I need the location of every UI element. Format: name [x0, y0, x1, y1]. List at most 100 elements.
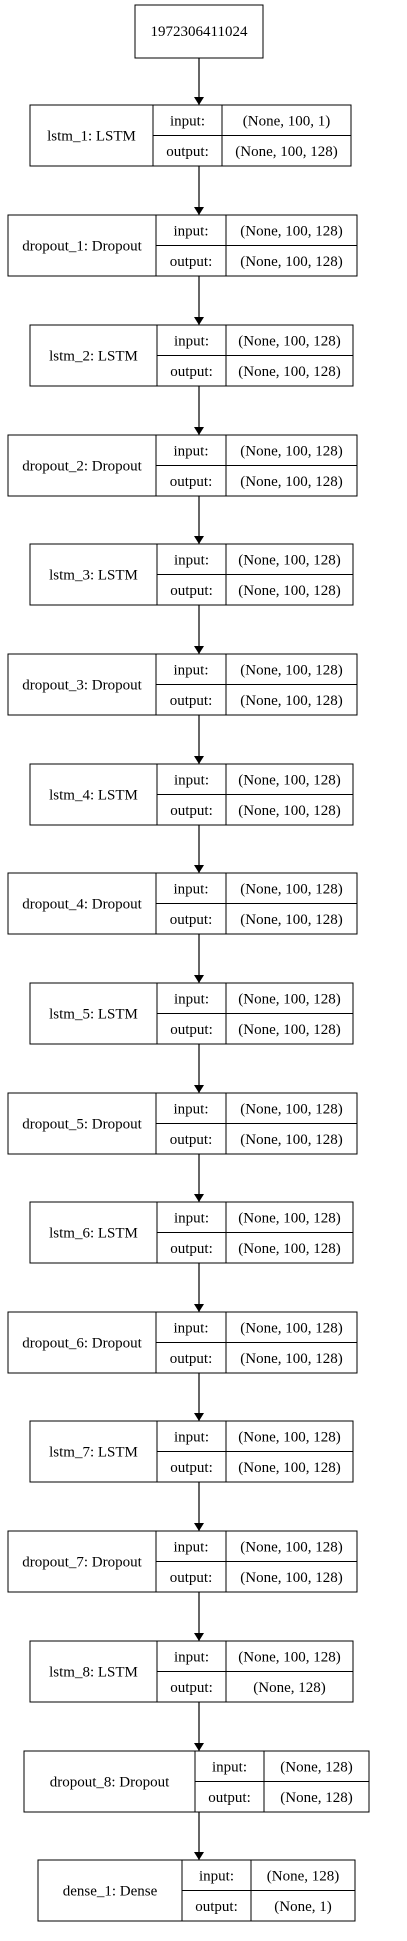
input-shape: (None, 100, 128) [240, 443, 342, 459]
output-port-label: output: [170, 912, 213, 928]
input-shape: (None, 128) [280, 1759, 352, 1775]
output-shape: (None, 100, 128) [240, 254, 342, 270]
input-shape: (None, 100, 128) [240, 1101, 342, 1117]
layer-name: dropout_6: Dropout [22, 1336, 142, 1352]
output-shape: (None, 1) [274, 1899, 331, 1915]
output-shape: (None, 100, 128) [235, 144, 337, 160]
layer-name: lstm_7: LSTM [49, 1445, 138, 1461]
layer-name: dropout_2: Dropout [22, 459, 142, 475]
layer-node: dropout_3: Dropout input: output: (None, 10… [7, 653, 358, 716]
layer-name: dropout_7: Dropout [22, 1555, 142, 1571]
input-port-label: input: [173, 662, 208, 678]
input-node: 1972306411024 [134, 4, 264, 59]
input-port-label: input: [174, 991, 209, 1007]
layer-node: dropout_2: Dropout input: output: (None, 10… [7, 434, 358, 497]
layer-name: dropout_4: Dropout [22, 897, 142, 913]
input-shape: (None, 100, 128) [240, 1320, 342, 1336]
input-shape: (None, 100, 128) [240, 223, 342, 239]
input-port-label: input: [173, 1320, 208, 1336]
output-port-label: output: [195, 1899, 238, 1915]
layer-name: dropout_5: Dropout [22, 1117, 142, 1133]
input-shape: (None, 100, 128) [238, 772, 340, 788]
input-shape: (None, 100, 1) [243, 113, 330, 129]
output-shape: (None, 100, 128) [238, 1460, 340, 1476]
input-port-label: input: [199, 1868, 234, 1884]
output-port-label: output: [170, 1680, 213, 1696]
layer-node: dropout_5: Dropout input: output: (None, 10… [7, 1092, 358, 1155]
input-port-label: input: [174, 1210, 209, 1226]
input-shape: (None, 100, 128) [238, 1649, 340, 1665]
input-shape: (None, 100, 128) [240, 1539, 342, 1555]
output-shape: (None, 100, 128) [238, 1241, 340, 1257]
input-port-label: input: [174, 333, 209, 349]
layer-name: dropout_3: Dropout [22, 678, 142, 694]
layer-node: dropout_6: Dropout input: output: (None, 10… [7, 1311, 358, 1374]
output-shape: (None, 100, 128) [238, 1022, 340, 1038]
output-shape: (None, 100, 128) [240, 1351, 342, 1367]
output-port-label: output: [170, 474, 213, 490]
layer-node: dropout_7: Dropout input: output: (None, 10… [7, 1530, 358, 1593]
input-node-label: 1972306411024 [151, 24, 248, 40]
input-port-label: input: [173, 1539, 208, 1555]
layer-name: lstm_3: LSTM [49, 568, 138, 584]
layer-name: dropout_8: Dropout [50, 1775, 170, 1791]
input-port-label: input: [173, 1101, 208, 1117]
output-shape: (None, 128) [280, 1790, 352, 1806]
output-port-label: output: [208, 1790, 251, 1806]
layer-name: lstm_1: LSTM [47, 129, 136, 145]
output-port-label: output: [170, 803, 213, 819]
layer-name: dropout_1: Dropout [22, 239, 142, 255]
input-port-label: input: [174, 1649, 209, 1665]
layer-node: dropout_8: Dropout input: output: (None, 12… [23, 1750, 370, 1813]
layer-nodes: lstm_1: LSTM input: output: (None, 100, 1) (… [7, 104, 370, 1922]
input-shape: (None, 100, 128) [238, 991, 340, 1007]
output-port-label: output: [170, 1351, 213, 1367]
layer-node: lstm_8: LSTM input: output: (None, 100, 128… [29, 1640, 354, 1703]
layer-node: lstm_6: LSTM input: output: (None, 100, 128… [29, 1201, 354, 1264]
input-shape: (None, 100, 128) [238, 333, 340, 349]
input-port-label: input: [174, 772, 209, 788]
layer-name: lstm_2: LSTM [49, 349, 138, 365]
output-shape: (None, 100, 128) [238, 583, 340, 599]
input-port-label: input: [173, 443, 208, 459]
output-shape: (None, 100, 128) [240, 474, 342, 490]
layer-name: lstm_5: LSTM [49, 1007, 138, 1023]
output-port-label: output: [170, 364, 213, 380]
layer-name: lstm_4: LSTM [49, 788, 138, 804]
layer-node: lstm_5: LSTM input: output: (None, 100, 128… [29, 982, 354, 1045]
output-shape: (None, 100, 128) [240, 693, 342, 709]
layer-name: dense_1: Dense [63, 1884, 158, 1900]
input-port-label: input: [173, 223, 208, 239]
layer-node: lstm_1: LSTM input: output: (None, 100, 1) (… [29, 104, 352, 167]
input-port-label: input: [212, 1759, 247, 1775]
output-port-label: output: [170, 1460, 213, 1476]
output-port-label: output: [170, 1132, 213, 1148]
layer-node: lstm_7: LSTM input: output: (None, 100, 128… [29, 1420, 354, 1483]
layer-name: lstm_6: LSTM [49, 1226, 138, 1242]
layer-node: dropout_4: Dropout input: output: (None, 10… [7, 872, 358, 935]
input-port-label: input: [170, 113, 205, 129]
input-shape: (None, 100, 128) [240, 881, 342, 897]
output-shape: (None, 100, 128) [240, 1132, 342, 1148]
output-port-label: output: [170, 693, 213, 709]
input-shape: (None, 100, 128) [238, 552, 340, 568]
input-port-label: input: [173, 881, 208, 897]
input-shape: (None, 100, 128) [238, 1429, 340, 1445]
layer-node: lstm_2: LSTM input: output: (None, 100, 128… [29, 324, 354, 387]
output-shape: (None, 100, 128) [238, 803, 340, 819]
output-shape: (None, 100, 128) [238, 364, 340, 380]
output-shape: (None, 128) [253, 1680, 325, 1696]
output-port-label: output: [170, 1022, 213, 1038]
layer-node: lstm_4: LSTM input: output: (None, 100, 128… [29, 763, 354, 826]
layer-name: lstm_8: LSTM [49, 1665, 138, 1681]
output-port-label: output: [166, 144, 209, 160]
output-port-label: output: [170, 1570, 213, 1586]
output-shape: (None, 100, 128) [240, 1570, 342, 1586]
input-shape: (None, 100, 128) [240, 662, 342, 678]
output-port-label: output: [170, 1241, 213, 1257]
input-port-label: input: [174, 1429, 209, 1445]
